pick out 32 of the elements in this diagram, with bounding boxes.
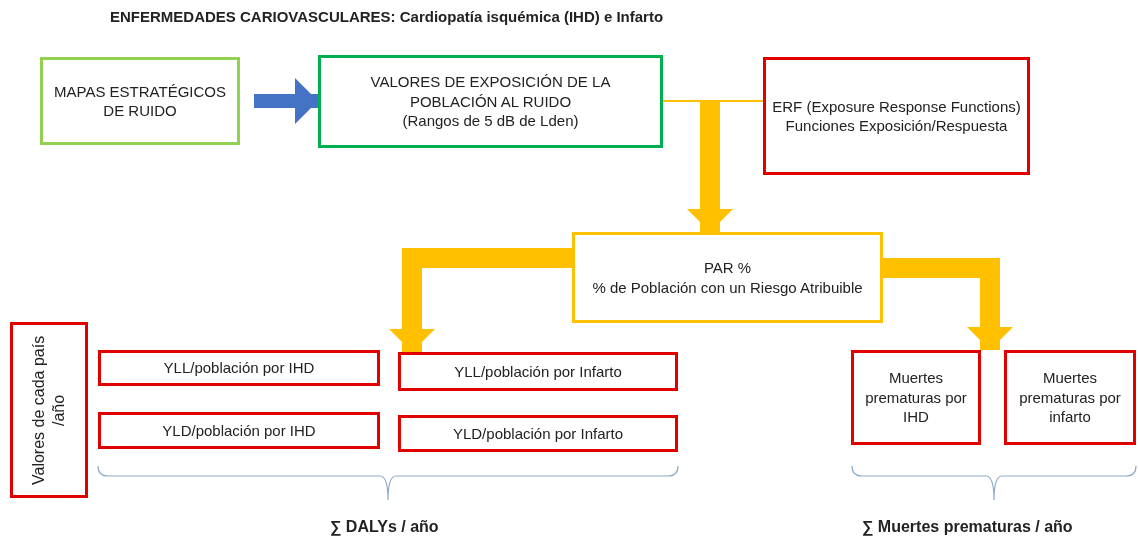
box-text: YLD/población por IHD [162,420,316,441]
box-text: % de Población con un Riesgo Atribuible [592,277,863,297]
process-box [40,57,240,145]
arrow [389,248,572,352]
box-text: VALORES DE EXPOSICIÓN DE LA POBLACIÓN AL RUIDO [369,72,612,112]
box-text: ERF (Exposure Response Functions) [772,96,1021,116]
process-box [572,232,883,323]
box-text: Muertes prematuras por IHD [864,368,968,427]
box-text: MAPAS ESTRATÉGICOS DE RUIDO [53,81,227,121]
process-box [10,322,88,498]
process-box [763,57,1030,175]
box-text: Funciones Exposición/Respuesta [785,116,1008,136]
sum-label: ∑ DALYs / año [330,518,439,536]
sum-label: ∑ Muertes prematuras / año [862,518,1073,536]
process-box [398,352,678,391]
box-text: YLL/población por Infarto [454,361,622,382]
process-box [98,350,380,386]
diagram-title: ENFERMEDADES CARIOVASCULARES: Cardiopatía isquémica (IHD) e Infarto [110,8,664,25]
box-text: YLL/población por IHD [163,358,315,378]
process-box [398,415,678,452]
process-box [318,55,663,148]
box-text: PAR % [703,258,752,278]
box-text: Muertes prematuras por infarto [1018,368,1122,427]
box-text: YLD/población por Infarto [452,423,624,444]
process-box [1004,350,1136,445]
arrow [254,78,318,124]
process-box [98,412,380,449]
box-text: (Rangos de 5 dB de Lden) [402,111,579,131]
arrow [687,100,733,232]
process-box [851,350,981,445]
arrow [883,258,1013,350]
box-text: Valores de cada país /año [29,334,68,487]
